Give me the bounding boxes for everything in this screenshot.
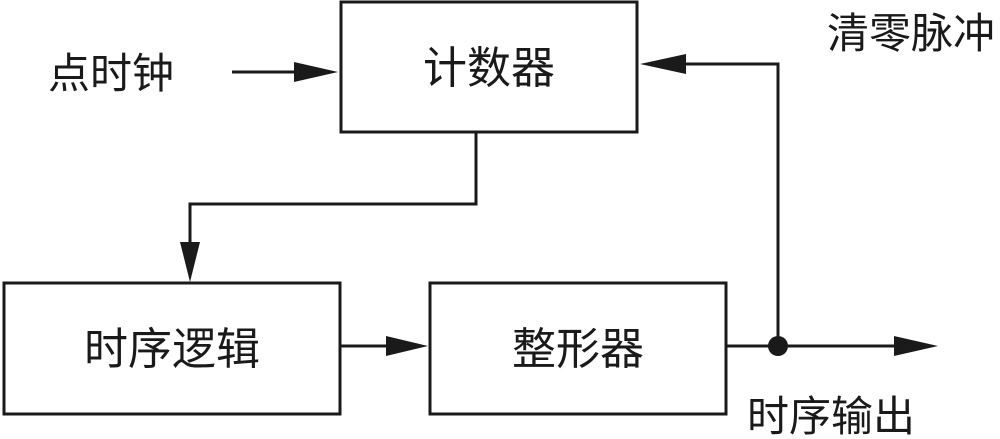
counter-to-logic-line [188, 132, 478, 244]
logic-to-shaper-arrowhead [386, 336, 428, 356]
timing-output-label: 时序输出 [747, 392, 915, 439]
output-arrowhead [894, 336, 938, 356]
clock-label: 点时钟 [48, 49, 174, 98]
clock-input-arrowhead [294, 62, 338, 82]
shaper-label: 整形器 [512, 324, 644, 375]
clear-pulse-label: 清零脉冲 [827, 9, 995, 58]
timing-logic-block [2, 281, 342, 416]
counter-label: 计数器 [423, 43, 555, 94]
timing-logic-label: 时序逻辑 [84, 324, 260, 375]
shaper-block [428, 281, 728, 416]
counter-block [339, 0, 639, 134]
junction-dot [768, 336, 788, 356]
clear-feedback-line [684, 62, 780, 346]
clear-feedback-arrowhead [640, 54, 686, 74]
counter-to-logic-arrowhead [180, 242, 200, 282]
